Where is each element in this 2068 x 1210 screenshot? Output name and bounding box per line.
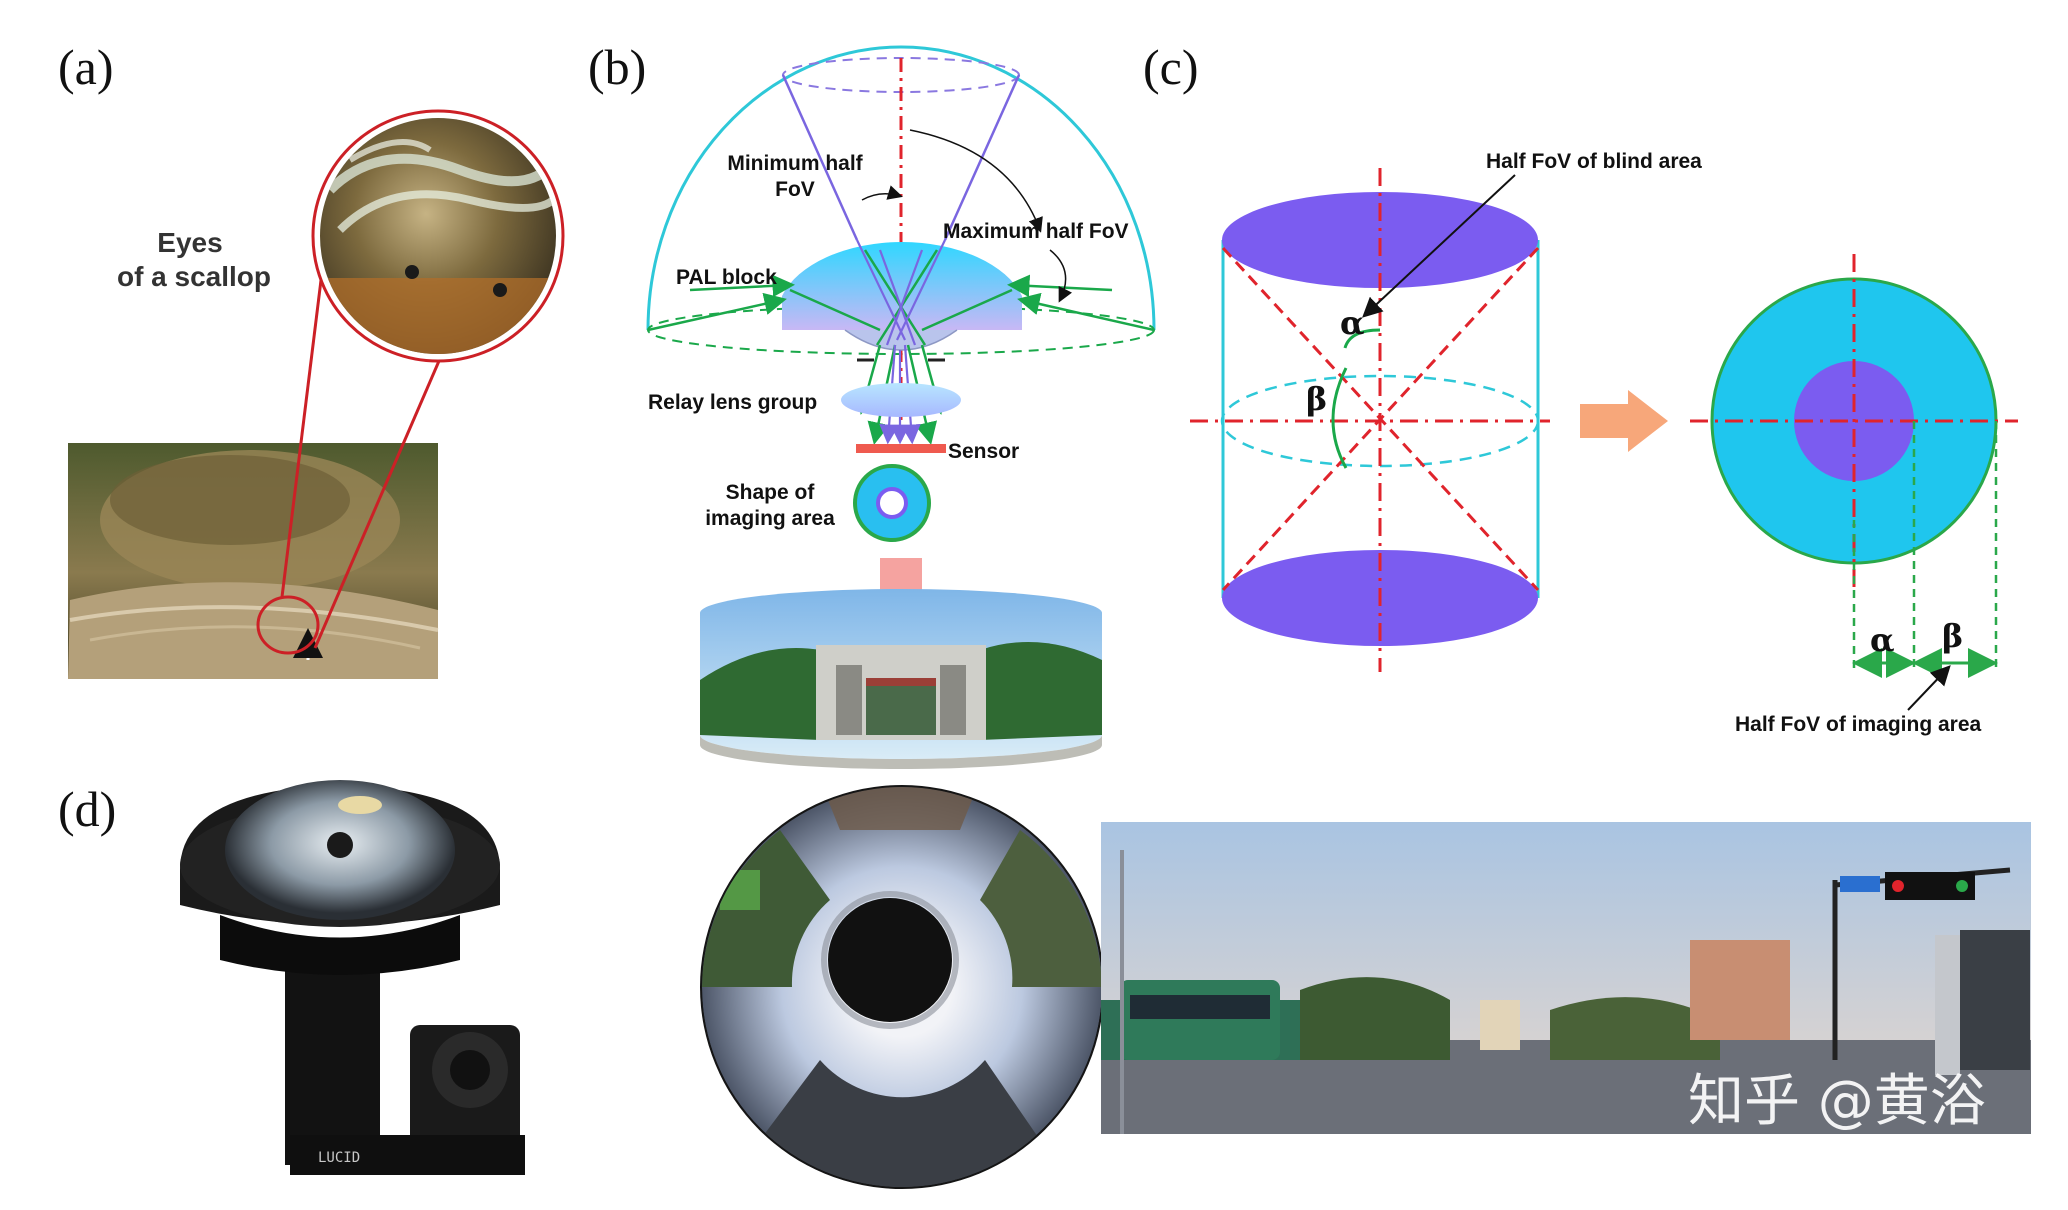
scallop-eye-zoom (311, 109, 565, 363)
panel-b: (b) (588, 39, 1156, 769)
pal-block (782, 241, 1022, 330)
annular-panoramic-image (700, 785, 1104, 1189)
eye-highlight-ring (256, 595, 320, 655)
dome-outline (646, 45, 1156, 331)
watermark: 知乎 @黄浴 (1688, 1069, 1986, 1134)
zoom-line-right (313, 353, 444, 649)
min-fov-arc (861, 185, 903, 201)
min-fov-label-2: FoV (775, 178, 815, 201)
min-fov-label-1: Minimum half (727, 152, 863, 175)
max-fov-label: Maximum half FoV (943, 220, 1129, 243)
shape-label-2: imaging area (705, 507, 835, 530)
max-fov-arc-top (909, 129, 1043, 233)
panel-c-label: (c) (1143, 39, 1199, 95)
relay-lens-group (841, 383, 961, 417)
imaging-area-label: Half FoV of imaging area (1735, 713, 1982, 736)
campus-panorama (700, 589, 1102, 769)
panel-b-label: (b) (588, 39, 646, 95)
imaging-area-pointer (1907, 665, 1951, 711)
panel-a-label: (a) (58, 39, 114, 95)
pal-block-label: PAL block (676, 266, 777, 289)
beta-arc (1331, 367, 1348, 469)
alpha-arc (1343, 328, 1381, 349)
sensor-label: Sensor (948, 440, 1019, 463)
sensor-rect (856, 444, 946, 453)
blind-area-label: Half FoV of blind area (1486, 150, 1702, 173)
alpha-dim-label: α (1870, 621, 1895, 659)
panel-d: (d) LUCID (58, 780, 2031, 1189)
diag-2 (1221, 246, 1540, 592)
right-arrow (1580, 390, 1668, 452)
panel-a: (a) (58, 39, 565, 679)
blind-area-pointer (1362, 174, 1516, 318)
callout-line-1: Eyes (157, 227, 222, 258)
zoom-line-left (280, 271, 324, 598)
cone-ray-left (781, 74, 859, 241)
pal-camera-photo: LUCID (180, 780, 525, 1175)
relay-lens-label: Relay lens group (648, 391, 817, 414)
max-fov-arc-bottom (1049, 249, 1073, 303)
callout-line-2: of a scallop (117, 261, 271, 292)
panel-c: (c) α β Half FoV of blind area (1143, 39, 2018, 736)
alpha-label: α (1340, 304, 1365, 342)
scallop-photo (68, 443, 439, 679)
beta-dim-label: β (1942, 617, 1963, 655)
imaging-area-ring (853, 464, 931, 542)
camera-brand: LUCID (318, 1150, 360, 1166)
shape-label-1: Shape of (726, 481, 816, 504)
unwrapped-panorama: 知乎 @黄浴 (1101, 822, 2031, 1134)
panel-d-label: (d) (58, 781, 116, 837)
beta-label: β (1306, 380, 1327, 418)
